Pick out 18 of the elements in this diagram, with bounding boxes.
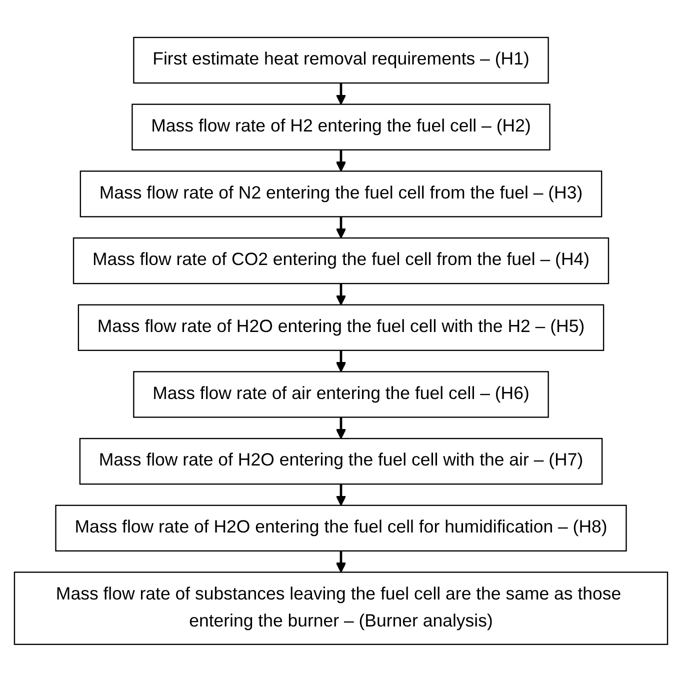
arrow (336, 216, 346, 239)
arrow (336, 417, 346, 440)
flowchart-drawing: First estimate heat removal requirements – (H1) Mass flow rate of H2 entering the fuel cell – (H2) Mass flow rate of N2 entering the fuel cell from the fuel – (H3) Mass flow rate of CO2 entering the fuel cell from the fuel – (H4) Mass flow rate of H2O entering the fuel cell with the H2 – (H5) Mass flow rate of air entering the fuel cell – (H6) Mass flow rate of H2O entering the fuel cell with the air – (H7) Mass flow rate of H2O entering the fuel cell for humidification – (H8) Mass flow rate of substances leaving the fuel cell are the same as those entering the burner – (Burner analysis) (5, 28, 677, 654)
node-box (80, 170, 602, 218)
arrow (336, 484, 346, 506)
node-box (72, 237, 610, 284)
arrow (336, 83, 346, 105)
node-box (55, 504, 627, 552)
node-box (132, 104, 550, 151)
arrow (336, 150, 346, 172)
node-box (133, 371, 549, 418)
node-box (133, 36, 549, 84)
node-box (79, 438, 603, 485)
node-box (78, 304, 604, 352)
arrow (336, 551, 346, 573)
arrow (336, 350, 346, 372)
arrow (336, 284, 346, 306)
node-box (14, 572, 668, 646)
